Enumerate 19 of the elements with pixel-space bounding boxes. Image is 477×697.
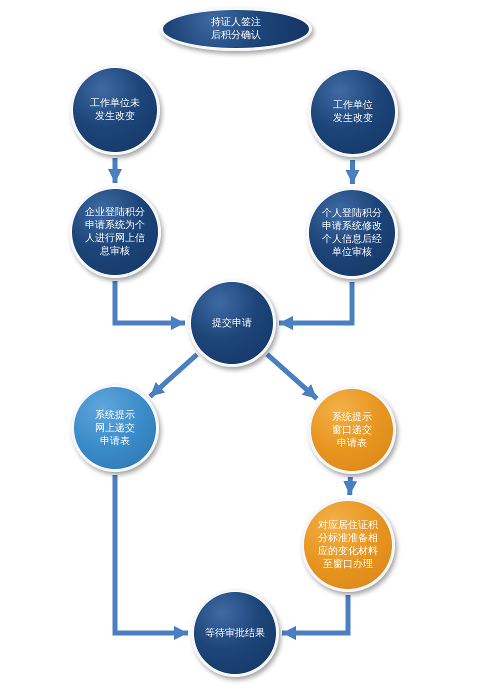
process-circle: 等待审批结果 — [191, 589, 279, 677]
arrow — [265, 352, 319, 401]
arrow — [108, 158, 122, 183]
process-circle: 个人登陆积分申请系统修改个人信息后经单位审核 — [306, 187, 398, 279]
process-circle: 提交申请 — [188, 279, 276, 367]
arrow — [346, 160, 360, 184]
process-circle: 工作单位发生改变 — [308, 67, 398, 157]
process-circle: 对应居住证积分标准准备相应的变化材料至窗口办理 — [301, 498, 395, 592]
process-circle: 企业登陆积分申请系统为个人进行网上信息审核 — [69, 186, 161, 278]
process-circle: 系统提示网上递交申请表 — [71, 384, 159, 472]
arrow — [343, 476, 358, 496]
arrow — [282, 595, 350, 640]
arrow — [112, 281, 185, 330]
arrow — [112, 475, 188, 640]
process-circle: 系统提示窗口递交申请表 — [308, 386, 396, 474]
process-circle: 工作单位未发生改变 — [70, 65, 160, 155]
arrow — [279, 282, 354, 330]
title-ellipse: 持证人签注后积分确认 — [160, 7, 312, 51]
arrow — [148, 352, 199, 398]
